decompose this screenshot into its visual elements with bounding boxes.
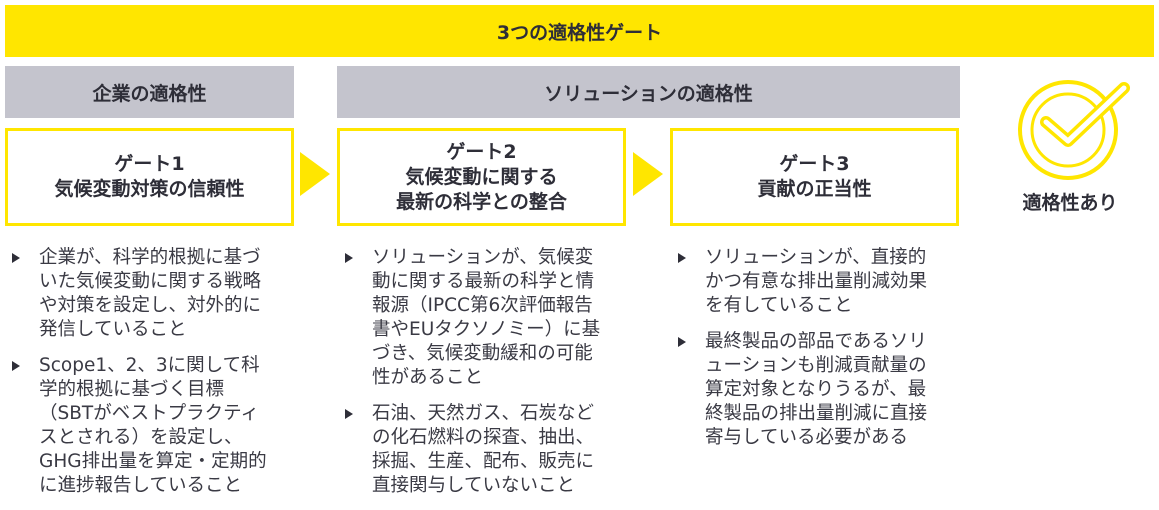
gate-1-title: ゲート1 <box>114 153 185 175</box>
item-text: ソリューションが、気候変動に関する最新の科学と情報源（IPCC第6次評価報告書や… <box>372 247 601 388</box>
gate-1-subtitle: 気候変動対策の信頼性 <box>54 178 245 200</box>
category-solution: ソリューションの適格性 <box>337 66 960 118</box>
bullet-icon <box>678 337 686 347</box>
bullet-icon <box>345 409 353 419</box>
result-label: 適格性あり <box>1022 192 1118 214</box>
list-item: 企業が、科学的根拠に基づいた気候変動に関する戦略や対策を設定し、対外的に発信して… <box>12 246 274 342</box>
list-item: 最終製品の部品であるソリューションも削減貢献量の算定対象となりうるが、最終製品の… <box>678 330 940 450</box>
check-circle-icon <box>1018 80 1130 180</box>
item-text: 最終製品の部品であるソリューションも削減貢献量の算定対象となりうるが、最終製品の… <box>705 331 928 448</box>
gate-3-criteria: ソリューションが、直接的かつ有意な排出量削減効果を有していること 最終製品の部品… <box>678 246 940 462</box>
bullet-icon <box>12 253 20 263</box>
bullet-icon <box>678 253 686 263</box>
gate-1-criteria: 企業が、科学的根拠に基づいた気候変動に関する戦略や対策を設定し、対外的に発信して… <box>12 246 274 510</box>
gate-3-subtitle: 貢献の正当性 <box>757 178 872 200</box>
arrow-icon <box>300 152 330 196</box>
list-item: Scope1、2、3に関して科学的根拠に基づく目標（SBTがベストプラクティスと… <box>12 354 274 498</box>
list-item: ソリューションが、気候変動に関する最新の科学と情報源（IPCC第6次評価報告書や… <box>345 246 607 390</box>
gate-3: ゲート3 貢献の正当性 <box>670 128 959 226</box>
item-text: ソリューションが、直接的かつ有意な排出量削減効果を有していること <box>705 247 928 316</box>
header-banner: 3つの適格性ゲート <box>5 5 1154 57</box>
gate-2-title: ゲート2 <box>446 140 517 163</box>
gate-2-subtitle-2: 最新の科学との整合 <box>396 190 567 213</box>
gate-3-title: ゲート3 <box>779 153 850 175</box>
gate-2-subtitle: 気候変動に関する <box>405 165 558 188</box>
gate-1: ゲート1 気候変動対策の信頼性 <box>5 128 294 226</box>
bullet-icon <box>345 253 353 263</box>
list-item: ソリューションが、直接的かつ有意な排出量削減効果を有していること <box>678 246 940 318</box>
category-company: 企業の適格性 <box>5 66 294 118</box>
gate-2: ゲート2 気候変動に関する 最新の科学との整合 <box>337 128 626 226</box>
item-text: Scope1、2、3に関して科学的根拠に基づく目標（SBTがベストプラクティスと… <box>39 355 267 496</box>
item-text: 企業が、科学的根拠に基づいた気候変動に関する戦略や対策を設定し、対外的に発信して… <box>39 247 262 340</box>
list-item: 石油、天然ガス、石炭などの化石燃料の探査、抽出、採掘、生産、配布、販売に直接関与… <box>345 402 607 498</box>
arrow-icon <box>633 152 663 196</box>
gate-2-criteria: ソリューションが、気候変動に関する最新の科学と情報源（IPCC第6次評価報告書や… <box>345 246 607 510</box>
bullet-icon <box>12 361 20 371</box>
item-text: 石油、天然ガス、石炭などの化石燃料の探査、抽出、採掘、生産、配布、販売に直接関与… <box>372 403 595 496</box>
